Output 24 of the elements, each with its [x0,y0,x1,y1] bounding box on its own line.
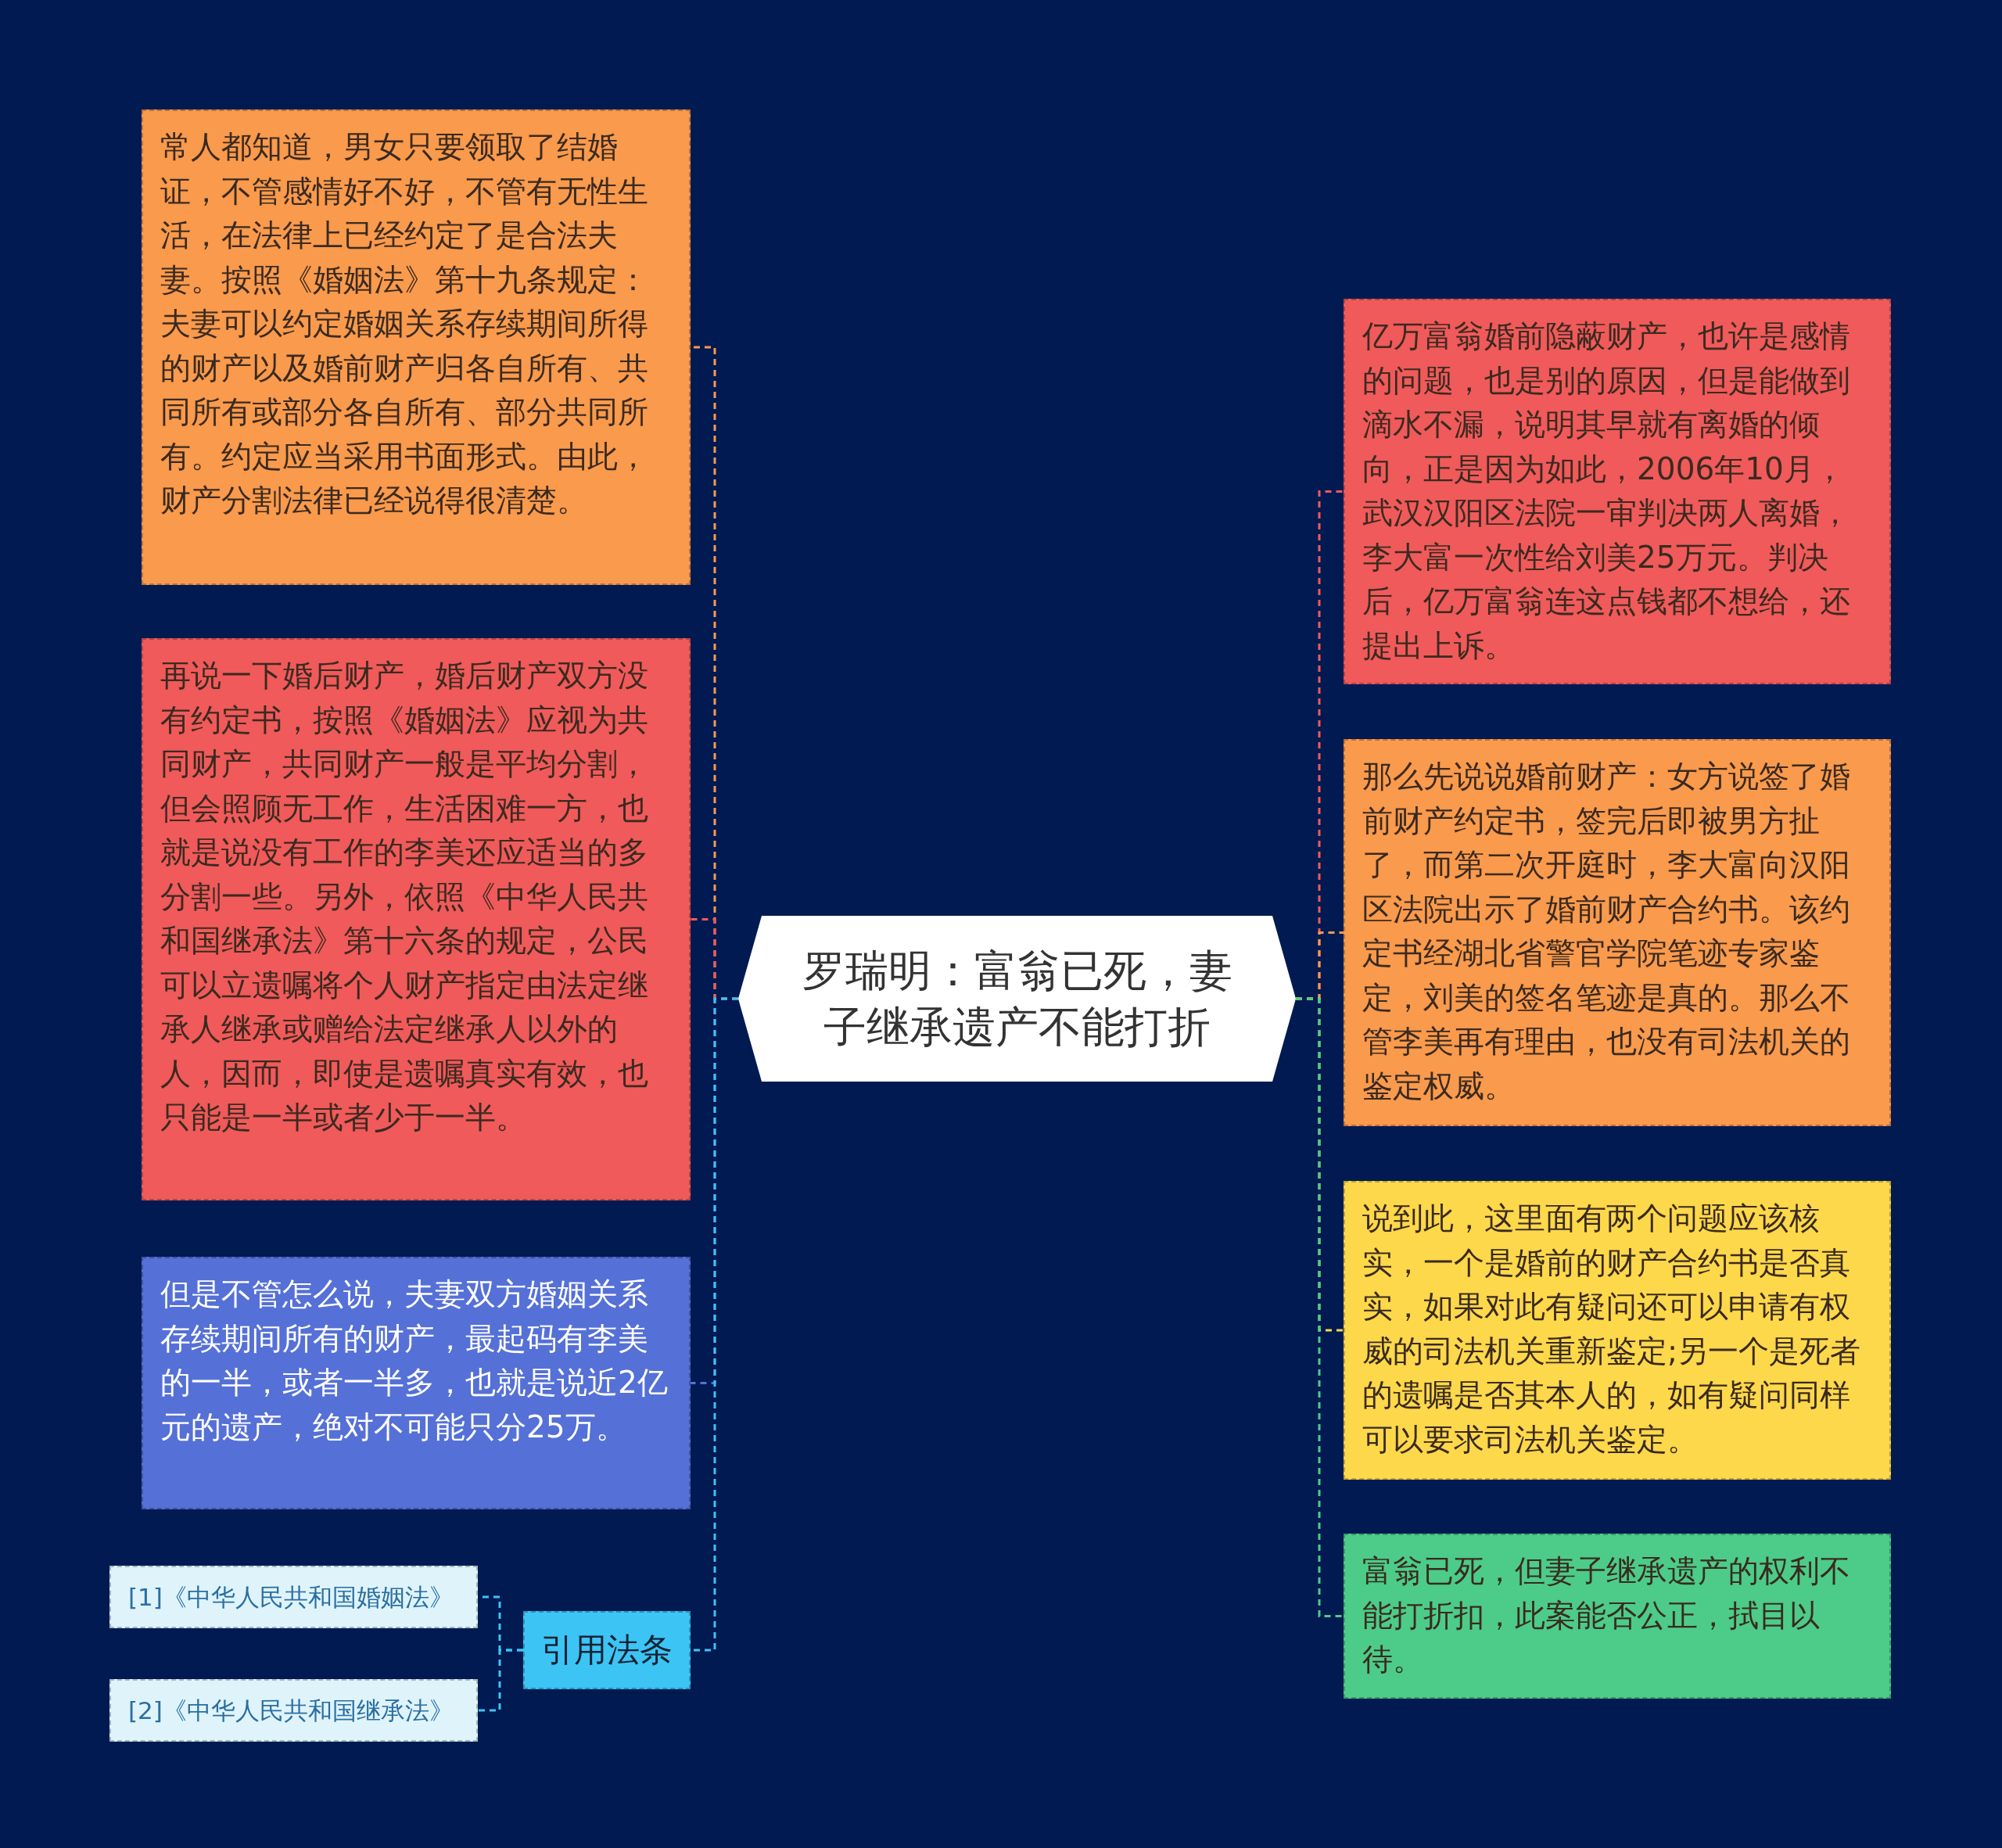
note-card [142,638,691,1200]
note-text: 但是不管怎么说，夫妻双方婚姻关系存续期间所有的财产，最起码有李美的一半，或者一半多，也就是说近2亿元的遗产，绝对不可能只分25万。 [160,1276,669,1446]
reference-box [109,1679,478,1742]
note-text: 那么先说说婚前财产：女方说签了婚前财产约定书，签完后即被男方扯了，而第二次开庭时，李大富向汉阳区法院出示了婚前财产合约书。该约定书经湖北省警官学院笔迹专家鉴定，刘美的签名笔迹是真的。那么不管李美再有理由，也没有司法机关的鉴定权威。 [1362,758,1851,1105]
note-text: 富翁已死，但妻子继承遗产的权利不能打折扣，此案能否公正，拭目以待。 [1362,1552,1851,1678]
note-card [1344,1534,1891,1699]
note-card [1344,739,1891,1126]
reference-text: [1]《中华人民共和国婚姻法》 [128,1582,454,1613]
reference-box [109,1566,478,1628]
note-text: 引用法条 [540,1630,673,1670]
note-text: 说到此，这里面有两个问题应该核实，一个是婚前的财产合约书是否真实，如果对此有疑问还可以申请有权威的司法机关重新鉴定;另一个是死者的遗嘱是否其本人的，如有疑问同样可以要求司法机关鉴定。 [1362,1200,1862,1459]
topic-hexagon [738,916,1296,1082]
note-text: 常人都知道，男女只要领取了结婚证，不管感情好不好，不管有无性生活，在法律上已经约定了是合法夫妻。按照《婚姻法》第十九条规定：夫妻可以约定婚姻关系存续期间所得的财产以及婚前财产归各自所有、共同所有或部分各自所有、部分共同所有。约定应当采用书面形式。由此，财产分割法律已经说得很清楚。 [160,128,649,519]
topic-box [523,1611,691,1689]
reference-text: [2]《中华人民共和国继承法》 [128,1695,454,1726]
note-card [1344,299,1891,684]
topic-title: 罗瑞明：富翁已死，妻子继承遗产不能打折 [801,945,1233,1053]
note-card [1344,1181,1891,1480]
note-card [142,109,691,585]
connector-line [1296,997,1344,1617]
connector-line [478,1649,523,1712]
note-text: 再说一下婚后财产，婚后财产双方没有约定书，按照《婚姻法》应视为共同财产，共同财产一般是平均分割，但会照顾无工作，生活困难一方，也就是说没有工作的李美还应适当的多分割一些。另外，依照《中华人民共和国继承法》第十六条的规定，公民可以立遗嘱将个人财产指定由法定继承人继承或赠给法定继承人以外的人，因而，即使是遗嘱真实有效，也只能是一半或者少于一半。 [160,657,649,1136]
note-text: 亿万富翁婚前隐蔽财产，也许是感情的问题，也是别的原因，但是能做到滴水不漏，说明其早就有离婚的倾向，正是因为如此，2006年10月，武汉汉阳区法院一审判决两人离婚，李大富一次性给刘美25万元。判决后，亿万富翁连这点钱都不想给，还提出上诉。 [1362,318,1851,665]
note-card [142,1257,691,1509]
